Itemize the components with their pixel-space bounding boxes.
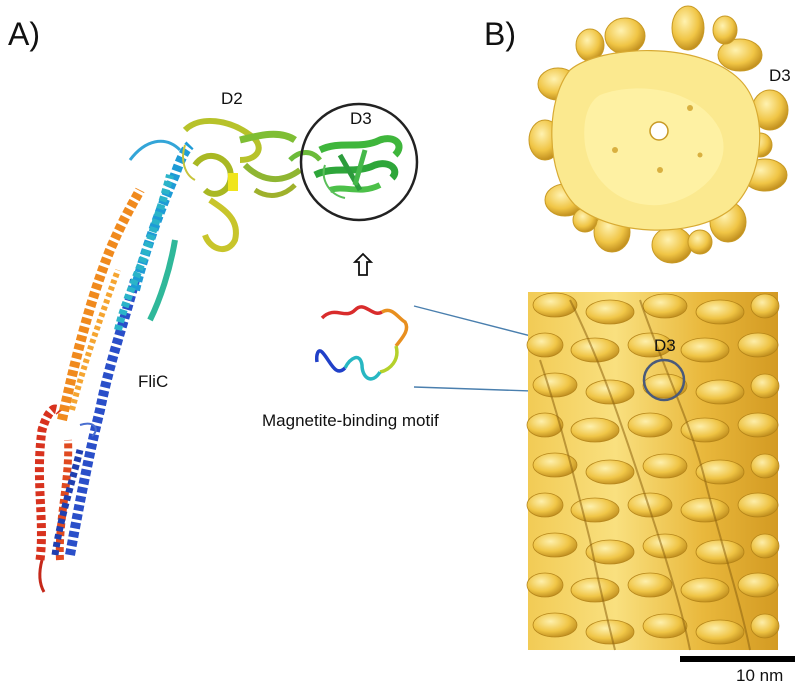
scale-bar-label: 10 nm bbox=[736, 666, 784, 685]
flic-label: FliC bbox=[138, 372, 169, 391]
filament-d3-circle bbox=[642, 358, 686, 402]
d3-label: D3 bbox=[350, 109, 372, 128]
filament-end-view-map bbox=[528, 5, 789, 264]
d2-label: D2 bbox=[221, 89, 243, 108]
filament-d3-label: D3 bbox=[654, 336, 676, 355]
filament-side-view-map bbox=[526, 292, 780, 651]
magnetite-motif-loop bbox=[315, 305, 409, 381]
up-arrow-icon bbox=[352, 252, 374, 276]
scale-bar bbox=[680, 656, 795, 662]
top-d3-label: D3 bbox=[769, 66, 791, 85]
panel-b-label: B) bbox=[484, 16, 516, 52]
magnetite-motif-label: Magnetite-binding motif bbox=[262, 411, 439, 430]
d3-highlight-circle bbox=[299, 102, 419, 222]
flic-ribbon-structure bbox=[34, 117, 403, 593]
panel-a-label: A) bbox=[8, 16, 40, 52]
